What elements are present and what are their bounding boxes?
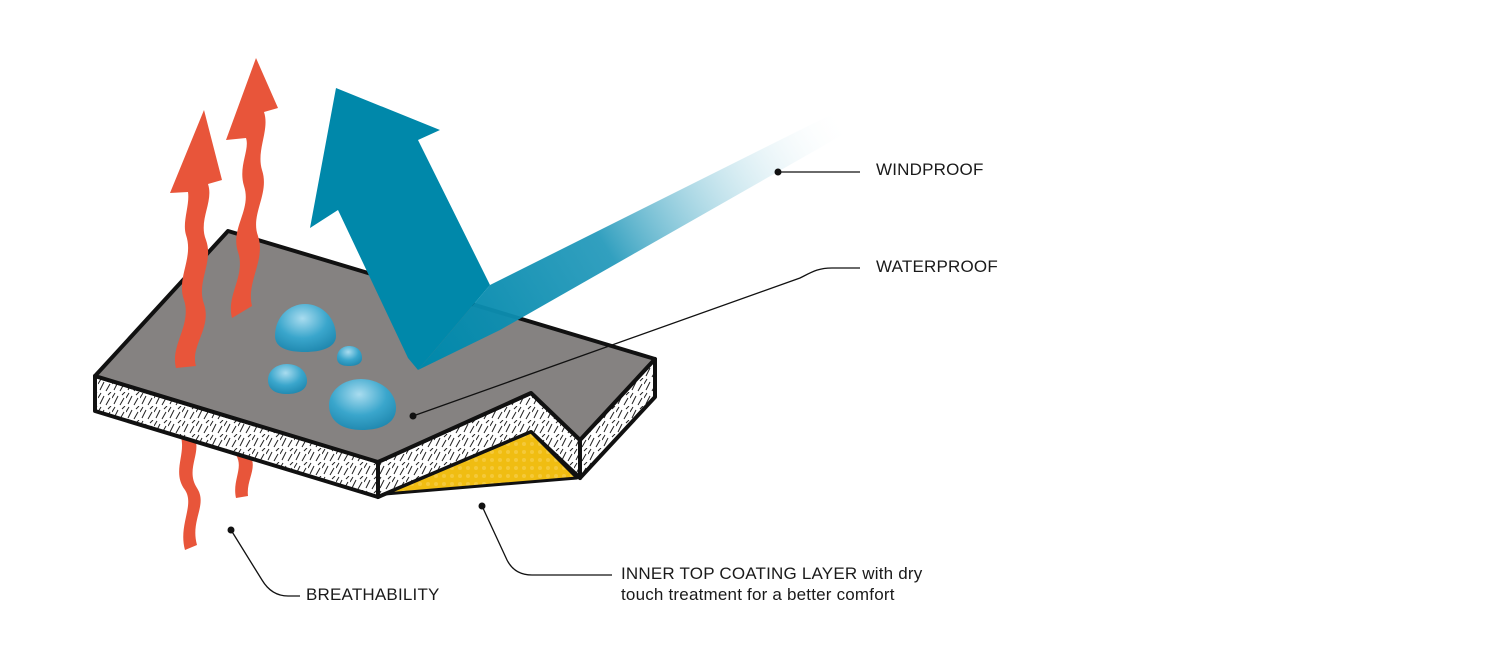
heat-arrow-right — [226, 58, 278, 318]
water-drop — [337, 346, 362, 366]
leader-dot-breathability — [227, 526, 235, 534]
leader-breathability — [230, 529, 300, 597]
waterproof-arrow — [310, 88, 490, 370]
wind-beam — [418, 110, 860, 370]
label-inner-coating-rest: with dry — [857, 564, 923, 583]
inner-coating-layer — [383, 430, 579, 496]
water-drop — [268, 364, 307, 394]
heat-arrow-tail-left — [178, 430, 201, 550]
label-breathability: BREATHABILITY — [306, 585, 440, 604]
water-drop — [275, 304, 336, 352]
heat-arrow-left — [170, 110, 222, 368]
label-waterproof: WATERPROOF — [876, 257, 998, 276]
leader-dot-waterproof — [409, 412, 417, 420]
leader-lines — [230, 171, 860, 597]
heat-arrows-upper — [170, 58, 278, 368]
leader-dot-inner-coating — [478, 502, 486, 510]
water-drops — [268, 304, 396, 430]
leader-dot-windproof — [774, 168, 782, 176]
label-windproof: WINDPROOF — [876, 160, 984, 179]
leader-waterproof — [412, 267, 860, 417]
label-inner-coating-line2: touch treatment for a better comfort — [621, 585, 895, 604]
heat-arrow-tail-right — [235, 455, 253, 498]
leader-inner-coating — [481, 505, 612, 576]
label-inner-coating-caps: INNER TOP COATING LAYER — [621, 564, 858, 583]
label-inner-coating-line1: INNER TOP COATING LAYER with dry — [621, 563, 922, 584]
water-drop — [329, 379, 396, 430]
label-inner-coating: INNER TOP COATING LAYER with dry touch t… — [621, 563, 922, 605]
heat-arrows-lower — [178, 430, 253, 550]
leader-dots — [227, 168, 782, 534]
